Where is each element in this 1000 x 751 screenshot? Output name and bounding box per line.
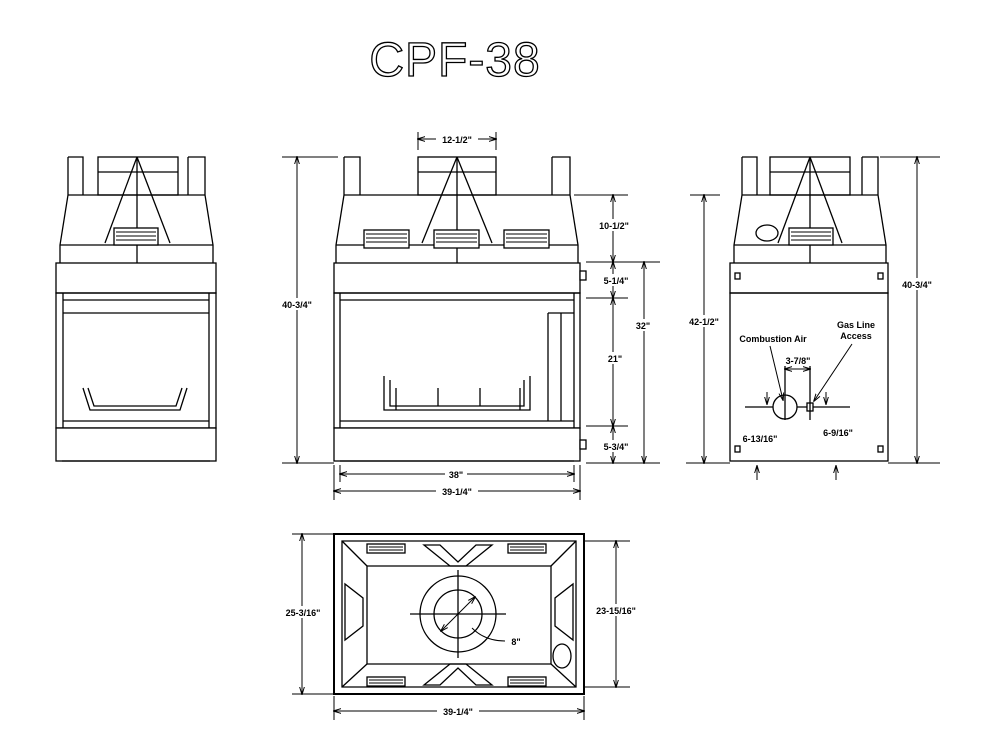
- top-dimensions: 25-3/16" 23-15/16" 39-1/4": [281, 534, 639, 720]
- front-body-height: 32": [636, 321, 650, 331]
- top-view: 8": [333, 533, 585, 695]
- front-outer-width: 39-1/4": [442, 487, 472, 497]
- rear-view: [729, 156, 889, 462]
- gas-line-label: Gas Line: [837, 320, 875, 330]
- combustion-air-label: Combustion Air: [739, 334, 807, 344]
- top-vent-1: [366, 543, 406, 554]
- top-vent-3: [366, 676, 406, 687]
- front-top-width: 12-1/2": [442, 135, 472, 145]
- front-upper-band: 5-1/4": [604, 276, 629, 286]
- side-view: [55, 156, 217, 462]
- top-left-depth: 25-3/16": [286, 608, 321, 618]
- front-opening-height: 21": [608, 354, 622, 364]
- rear-offset: 3-7/8": [786, 356, 811, 366]
- front-base-band: 5-3/4": [604, 442, 629, 452]
- front-view: [333, 156, 587, 462]
- rear-total-height: 40-3/4": [902, 280, 932, 290]
- front-vent-left: [363, 229, 410, 249]
- top-vent-2: [507, 543, 547, 554]
- drawing-title: CPF-38: [369, 34, 540, 87]
- rear-left-offset: 6-13/16": [743, 434, 778, 444]
- rear-dimensions: 42-1/2" 40-3/4" Combustion Air Gas Line …: [684, 157, 940, 480]
- rear-vent: [788, 227, 834, 246]
- front-vent-right: [503, 229, 550, 249]
- top-right-depth: 23-15/16": [596, 606, 636, 616]
- front-top-section: 10-1/2": [599, 221, 629, 231]
- front-vent-center: [433, 229, 480, 249]
- flue-diameter: 8": [511, 637, 520, 647]
- gas-line-label-2: Access: [840, 331, 872, 341]
- top-vent-4: [507, 676, 547, 687]
- front-total-height: 40-3/4": [282, 300, 312, 310]
- rear-body-height: 42-1/2": [689, 317, 719, 327]
- side-vent: [113, 227, 159, 246]
- top-width: 39-1/4": [443, 707, 473, 717]
- rear-right-offset: 6-9/16": [823, 428, 853, 438]
- front-dimensions: 12-1/2" 40-3/4" 10-1/2" 5-1/4" 21" 5-3/4…: [276, 132, 660, 500]
- front-inner-width: 38": [449, 470, 463, 480]
